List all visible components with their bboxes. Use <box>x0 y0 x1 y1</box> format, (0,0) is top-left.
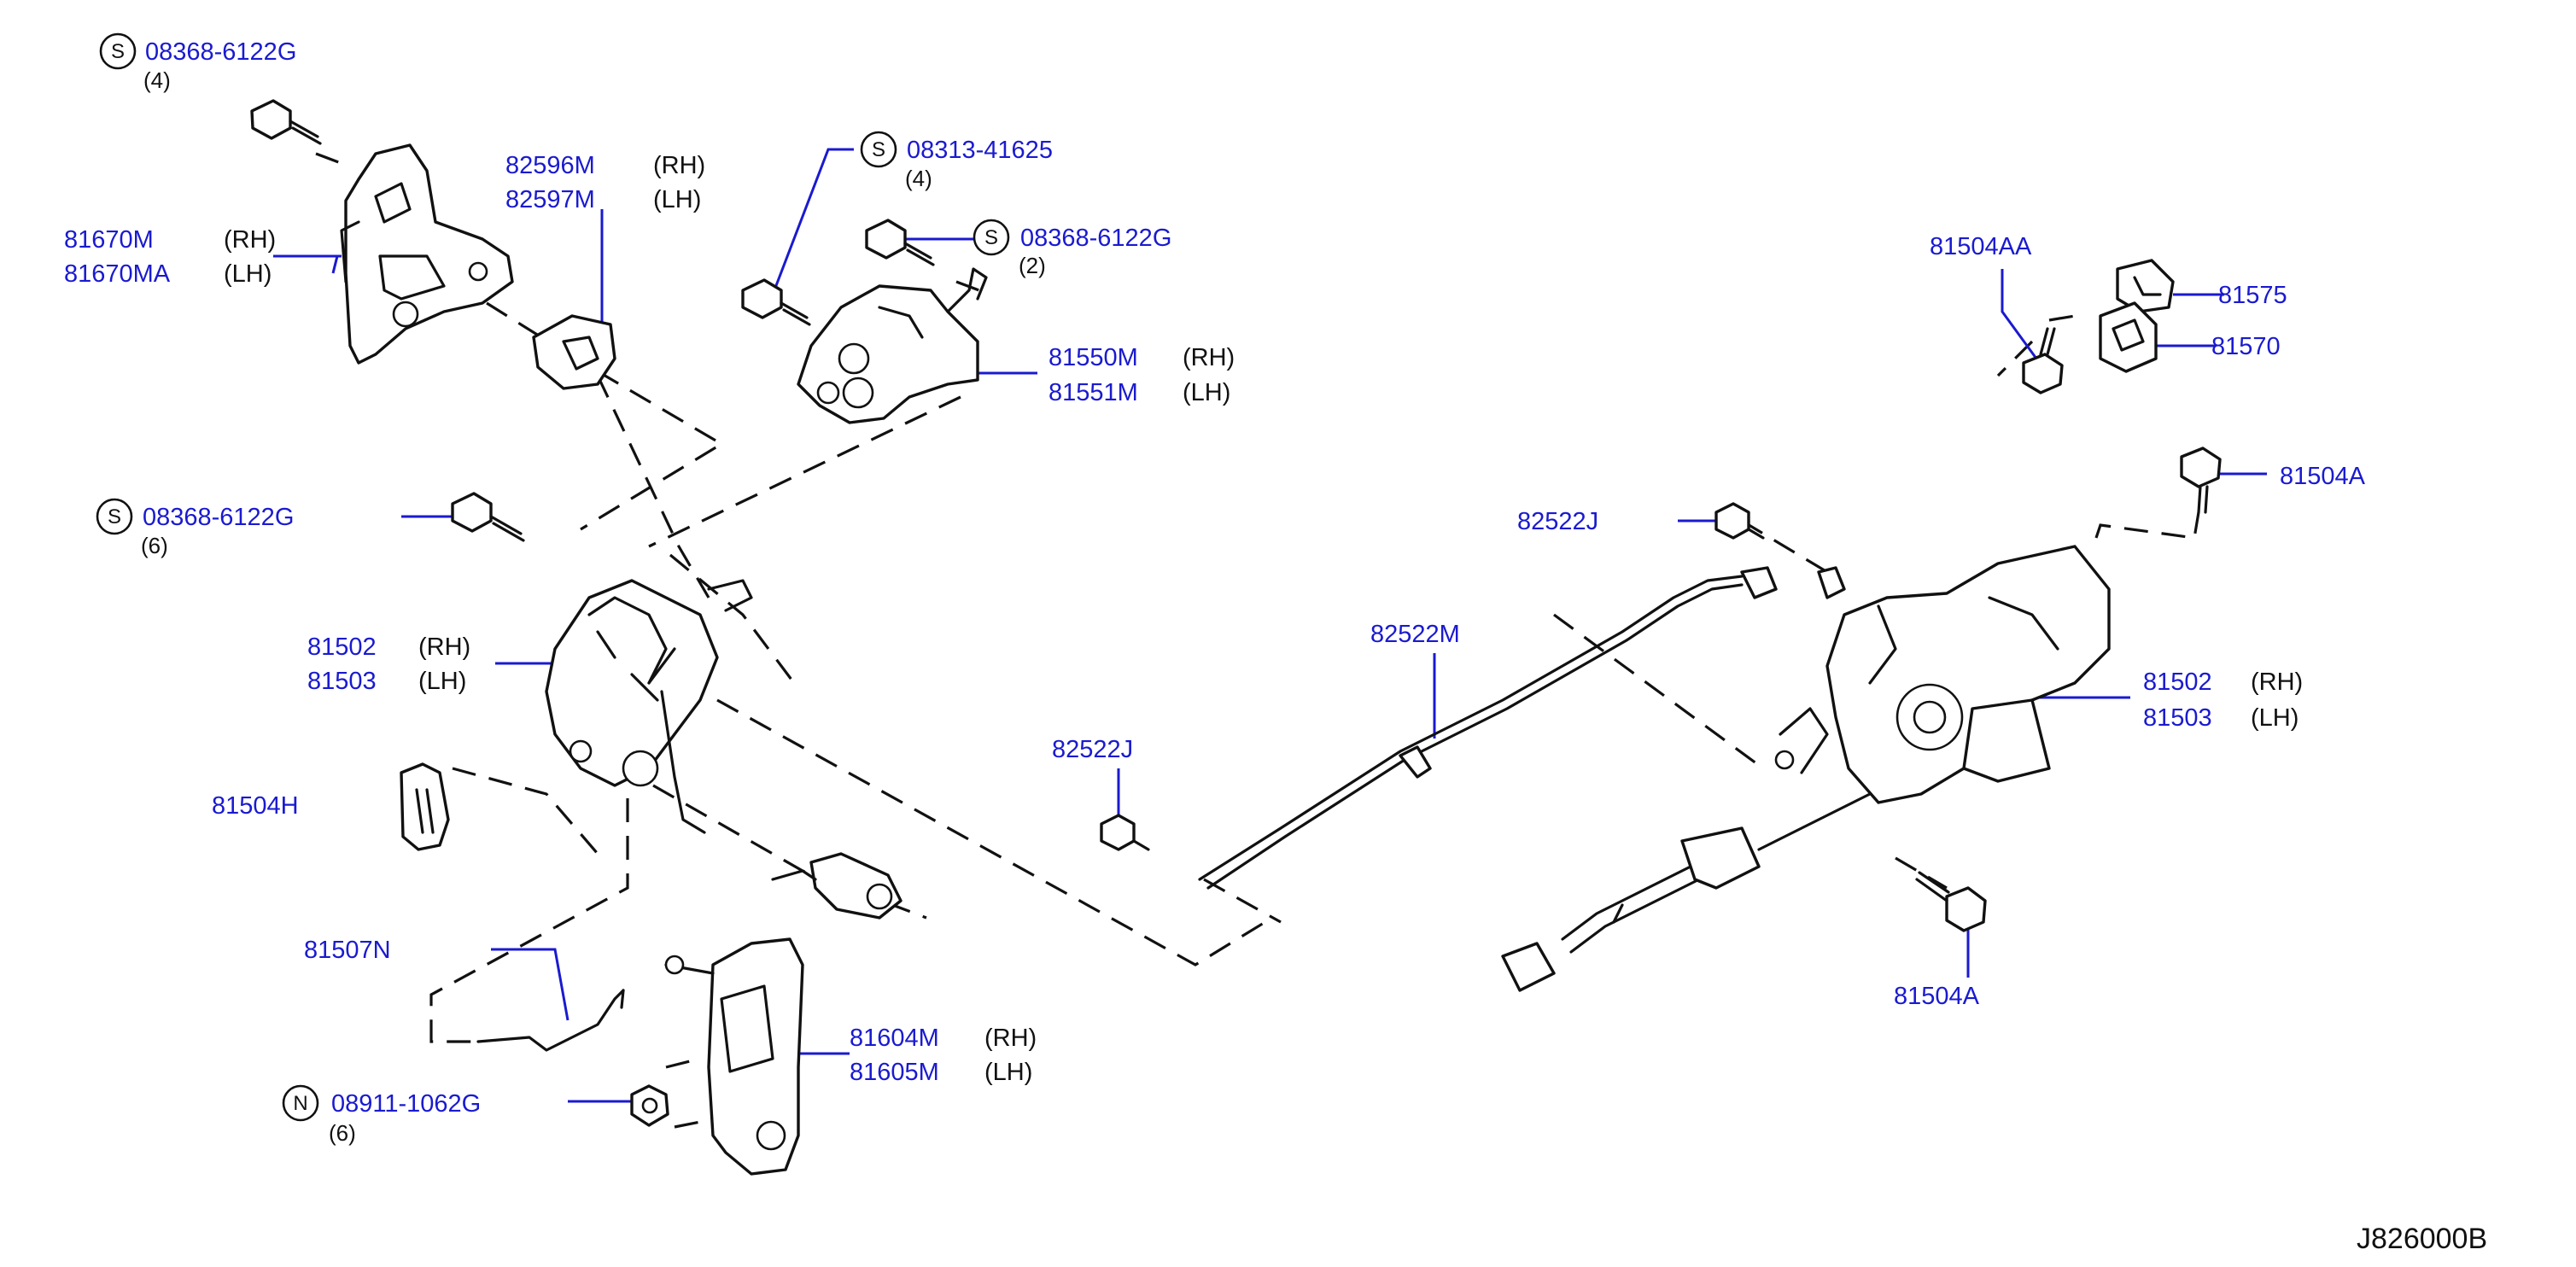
side-c3: (LH) <box>224 260 272 288</box>
side-c9: (LH) <box>1183 379 1230 406</box>
side-c26: (LH) <box>2251 704 2299 732</box>
side-c2: (RH) <box>224 226 276 254</box>
symbol-letter-c6: S <box>872 138 885 161</box>
symbol-circle-c1 <box>99 32 137 70</box>
part-number-c24: 81504A <box>2280 463 2366 490</box>
control-rod-81507n <box>476 989 625 1052</box>
bolt-part <box>250 99 322 145</box>
diagram-code: J826000B <box>2357 1223 2487 1255</box>
clip-82522j-upper <box>1714 502 1765 540</box>
part-number-c13: 81504H <box>212 792 299 820</box>
side-c8: (RH) <box>1183 344 1235 371</box>
screw-08313 <box>741 278 811 326</box>
grommet-81504h <box>400 762 450 851</box>
part-number-c25: 81502 <box>2143 669 2212 696</box>
screw-08368-2 <box>865 219 935 266</box>
quantity-c17: (6) <box>329 1120 356 1146</box>
inside-handle-81604m <box>664 937 804 1176</box>
part-number-c22: 81575 <box>2218 282 2287 309</box>
part-number-c10: 08368-6122G <box>143 504 294 531</box>
lock-actuator-81550m <box>797 267 988 424</box>
side-c12: (LH) <box>418 668 466 695</box>
symbol-letter-c10: S <box>108 505 121 528</box>
part-number-c1: 08368-6122G <box>145 38 296 66</box>
side-c25: (RH) <box>2251 669 2303 696</box>
symbol-circle-c17 <box>282 1084 319 1122</box>
part-number-c12: 81503 <box>307 668 377 695</box>
clip-82522j-lower <box>1100 814 1150 851</box>
striker-81570 <box>2099 301 2158 373</box>
symbol-letter-c1: S <box>111 40 125 63</box>
cable-82522m <box>1198 566 1846 890</box>
part-number-c5: 82597M <box>505 186 595 213</box>
bolt-81504aa <box>2022 327 2064 394</box>
part-number-c3: 81670MA <box>64 260 171 288</box>
quantity-c10: (6) <box>141 533 168 558</box>
part-number-c21: 81504AA <box>1930 233 2032 260</box>
lock-assembly-81502 <box>1774 545 2111 804</box>
part-number-c27: 81504A <box>1894 983 1980 1010</box>
part-number-c7: 08368-6122G <box>1020 225 1171 252</box>
part-number-c23: 81570 <box>2211 333 2281 360</box>
bolt-81504a-upper <box>2180 447 2222 514</box>
side-c4: (RH) <box>653 152 705 179</box>
callout-labels: S 08368-6122G (4) 81670M (RH) 81670MA (L… <box>64 38 2366 1146</box>
quantity-c7: (2) <box>1019 253 1046 278</box>
quantity-c6: (4) <box>905 166 932 191</box>
part-number-c4: 82596M <box>505 152 595 179</box>
striker-81575 <box>2116 259 2175 313</box>
part-number-c19: 82522M <box>1370 621 1460 648</box>
callout-symbols <box>96 32 1010 1122</box>
part-number-c11: 81502 <box>307 634 377 661</box>
harness-connector <box>1501 792 1872 992</box>
part-number-c9: 81551M <box>1049 379 1138 406</box>
symbol-letter-c17: N <box>293 1092 307 1115</box>
side-c11: (RH) <box>418 634 470 661</box>
bolt-81504a-lower <box>1915 871 1987 932</box>
leader-lines <box>273 148 2267 1103</box>
part-number-c26: 81503 <box>2143 704 2212 732</box>
rod-clip-82596m <box>532 314 616 390</box>
part-number-c18: 82522J <box>1052 736 1133 763</box>
quantity-c1: (4) <box>143 67 171 93</box>
side-c15: (RH) <box>984 1025 1037 1052</box>
part-number-c15: 81604M <box>850 1025 939 1052</box>
part-number-c20: 82522J <box>1517 508 1598 535</box>
side-c5: (LH) <box>653 186 701 213</box>
key-cylinder <box>771 852 902 920</box>
symbol-circle-c6 <box>860 131 897 168</box>
part-number-c17: 08911-1062G <box>331 1090 481 1118</box>
outside-handle-bracket <box>340 143 514 365</box>
part-number-c16: 81605M <box>850 1059 939 1086</box>
nut-08911 <box>630 1084 669 1127</box>
side-c16: (LH) <box>984 1059 1032 1086</box>
door-lock-assembly <box>545 579 753 834</box>
symbol-letter-c7: S <box>984 226 998 249</box>
assembly-dashed-lines <box>315 152 2200 1129</box>
part-number-c8: 81550M <box>1049 344 1138 371</box>
part-number-c2: 81670M <box>64 226 154 254</box>
part-number-c14: 81507N <box>304 937 391 964</box>
symbol-circle-c10 <box>96 498 133 535</box>
part-number-c6: 08313-41625 <box>907 137 1053 164</box>
bolt-08368-6 <box>451 492 525 542</box>
symbol-circle-c7 <box>973 219 1010 256</box>
